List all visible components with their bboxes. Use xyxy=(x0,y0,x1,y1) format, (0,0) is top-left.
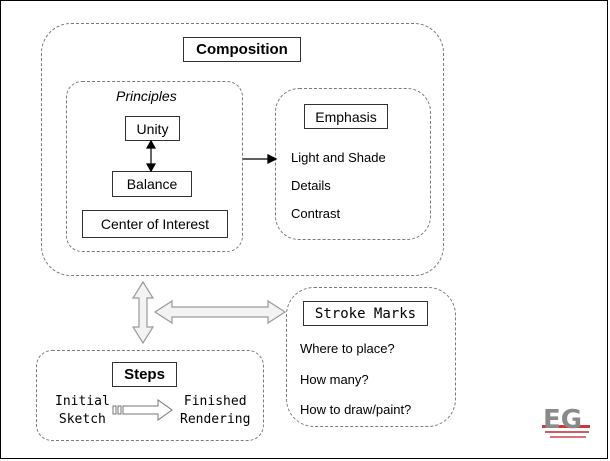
stroke-item: Where to place? xyxy=(300,341,395,356)
center-of-interest-box: Center of Interest xyxy=(82,210,228,238)
emphasis-item: Contrast xyxy=(291,206,341,221)
stroke-marks-group xyxy=(286,287,456,427)
steps-box: Steps xyxy=(112,362,177,387)
unity-balance-arrow xyxy=(145,139,157,173)
stroke-item: How to draw/paint? xyxy=(300,402,412,417)
emphasis-group xyxy=(275,88,431,240)
composition-stroke-arrow xyxy=(153,299,287,325)
stroke-item: How many? xyxy=(300,372,369,387)
principles-heading: Principles xyxy=(116,88,177,104)
emphasis-box: Emphasis xyxy=(304,104,388,129)
emphasis-item: Light and Shade xyxy=(291,150,386,165)
unity-box: Unity xyxy=(125,116,180,141)
principles-group xyxy=(66,81,243,252)
balance-box: Balance xyxy=(112,171,192,197)
sketch-to-rendering-arrow xyxy=(112,399,173,421)
emphasis-item: Details xyxy=(291,178,331,193)
principles-to-emphasis-arrow xyxy=(243,153,278,165)
composition-title: Composition xyxy=(183,37,301,62)
stroke-marks-box: Stroke Marks xyxy=(303,301,428,326)
svg-text:EG: EG xyxy=(543,405,582,435)
composition-steps-arrow xyxy=(131,280,155,345)
composition-group xyxy=(41,23,444,276)
steps-group xyxy=(36,350,264,441)
eg-logo: EG xyxy=(538,401,594,443)
